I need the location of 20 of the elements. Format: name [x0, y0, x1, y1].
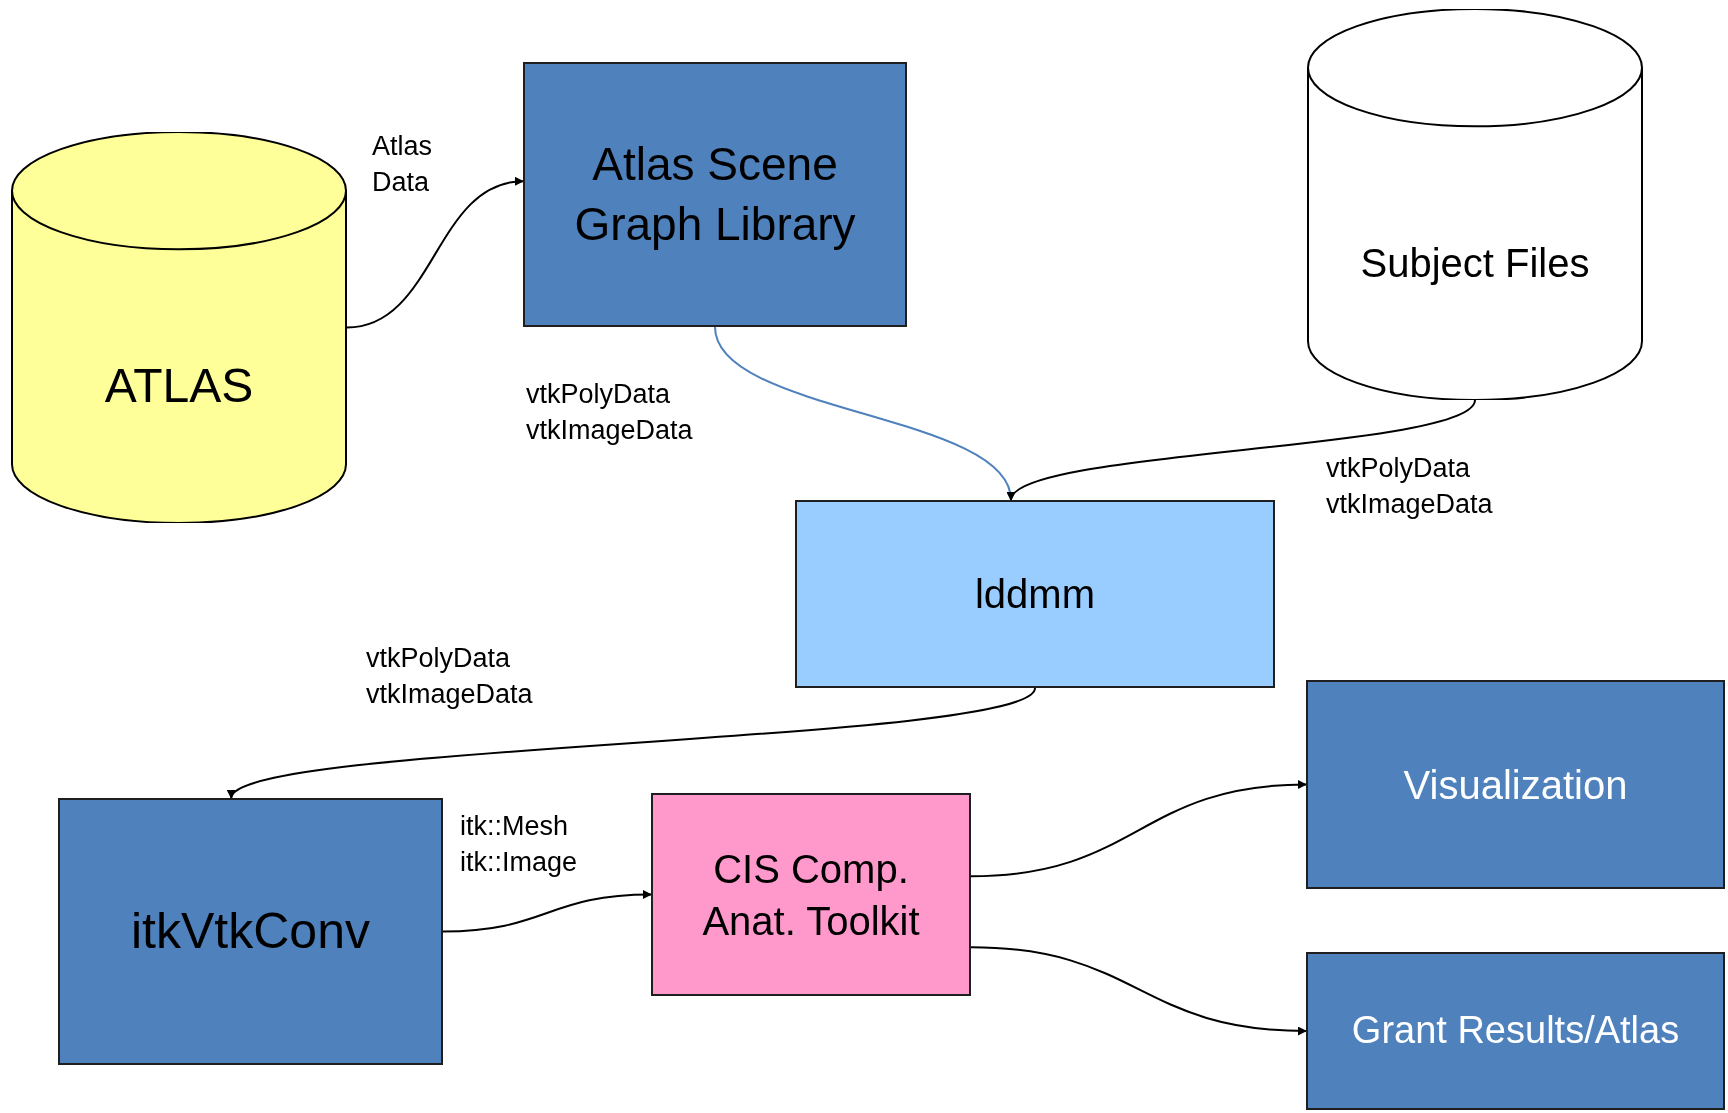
process-box [523, 62, 907, 327]
process-box [795, 500, 1275, 688]
arrow [970, 780, 1307, 878]
process-box [1306, 952, 1725, 1110]
node-label: Visualization [1403, 761, 1628, 809]
node-label: Subject Files [1360, 240, 1590, 288]
process-box [58, 798, 443, 1065]
arrow [970, 946, 1307, 1036]
node-label: itkVtkConv [131, 902, 370, 961]
node-label: Grant Results/Atlas [1351, 1008, 1680, 1054]
arrow [346, 177, 524, 329]
process-box [651, 793, 971, 996]
node-label: lddmm [975, 571, 1095, 618]
node-label: CIS Comp. Anat. Toolkit [701, 845, 921, 945]
node-label: ATLAS [104, 357, 254, 414]
arrow [230, 687, 1036, 799]
node-label: Atlas Scene Graph Library [573, 136, 857, 252]
arrow [442, 890, 652, 933]
arrow [1010, 399, 1476, 501]
process-box [1306, 680, 1725, 889]
